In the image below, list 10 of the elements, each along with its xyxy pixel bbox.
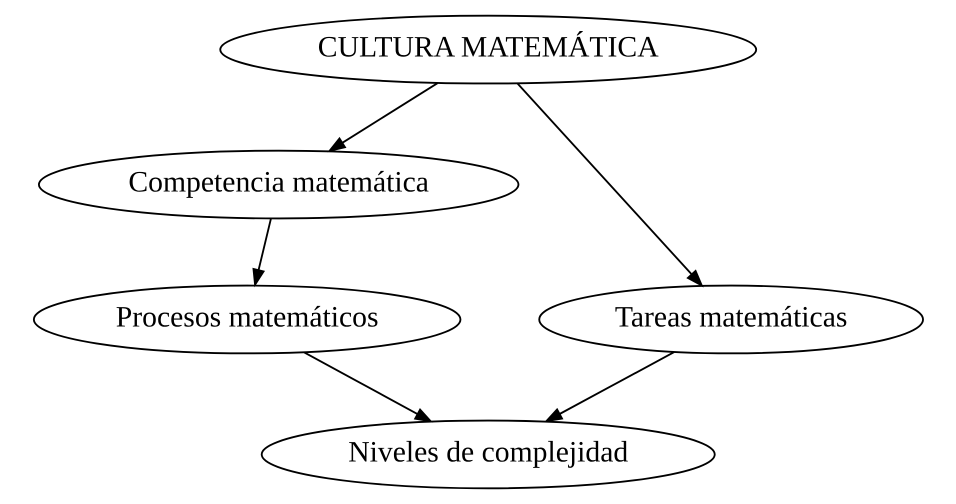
arrow — [327, 82, 438, 152]
node-ellipse: Competencia matemática — [38, 150, 520, 220]
arrow — [544, 351, 675, 422]
node-ellipse: Tareas matemáticas — [538, 284, 924, 354]
arrow — [516, 82, 704, 288]
node-ellipse: Niveles de complejidad — [260, 420, 716, 490]
arrow — [304, 352, 434, 423]
node-ellipse: Procesos matemáticos — [32, 284, 462, 354]
node-ellipse: CULTURA MATEMÁTICA — [219, 14, 758, 84]
arrow — [252, 218, 272, 288]
